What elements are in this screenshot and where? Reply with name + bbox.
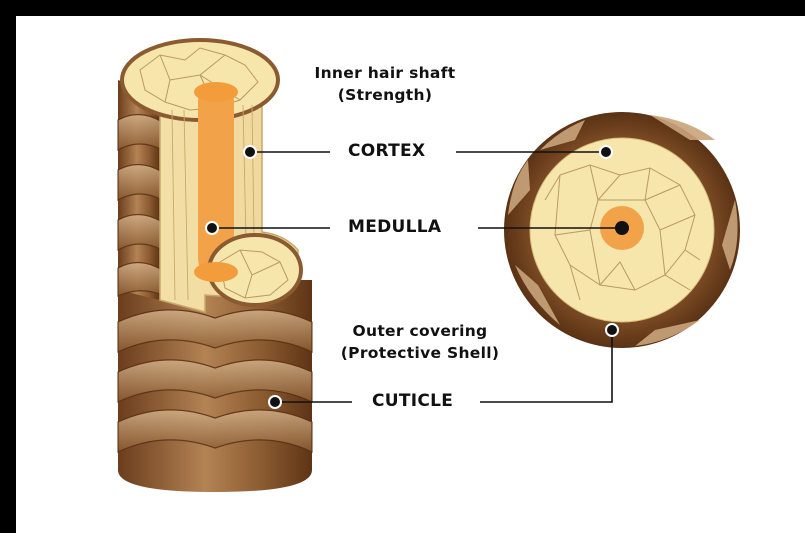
inner-shaft-line2: (Strength) [300, 84, 470, 106]
cuticle-label: CUTICLE [372, 391, 453, 411]
cuticle-dot-left [269, 396, 281, 408]
outer-covering-line1: Outer covering [310, 320, 530, 342]
medulla-dot-left [206, 222, 218, 234]
cortex-dot-left [244, 146, 256, 158]
hair-cross-section [504, 112, 740, 348]
inner-shaft-line1: Inner hair shaft [300, 62, 470, 84]
medulla-top [194, 82, 238, 102]
hair-shaft [118, 40, 312, 492]
medulla-bottom [194, 262, 238, 282]
inner-shaft-label: Inner hair shaft (Strength) [300, 62, 470, 106]
cuticle-dot-right [606, 324, 618, 336]
cortex-dot-right [600, 146, 612, 158]
cortex-label: CORTEX [348, 141, 425, 161]
outer-covering-label: Outer covering (Protective Shell) [310, 320, 530, 364]
medulla-label: MEDULLA [348, 217, 441, 237]
outer-covering-line2: (Protective Shell) [310, 342, 530, 364]
